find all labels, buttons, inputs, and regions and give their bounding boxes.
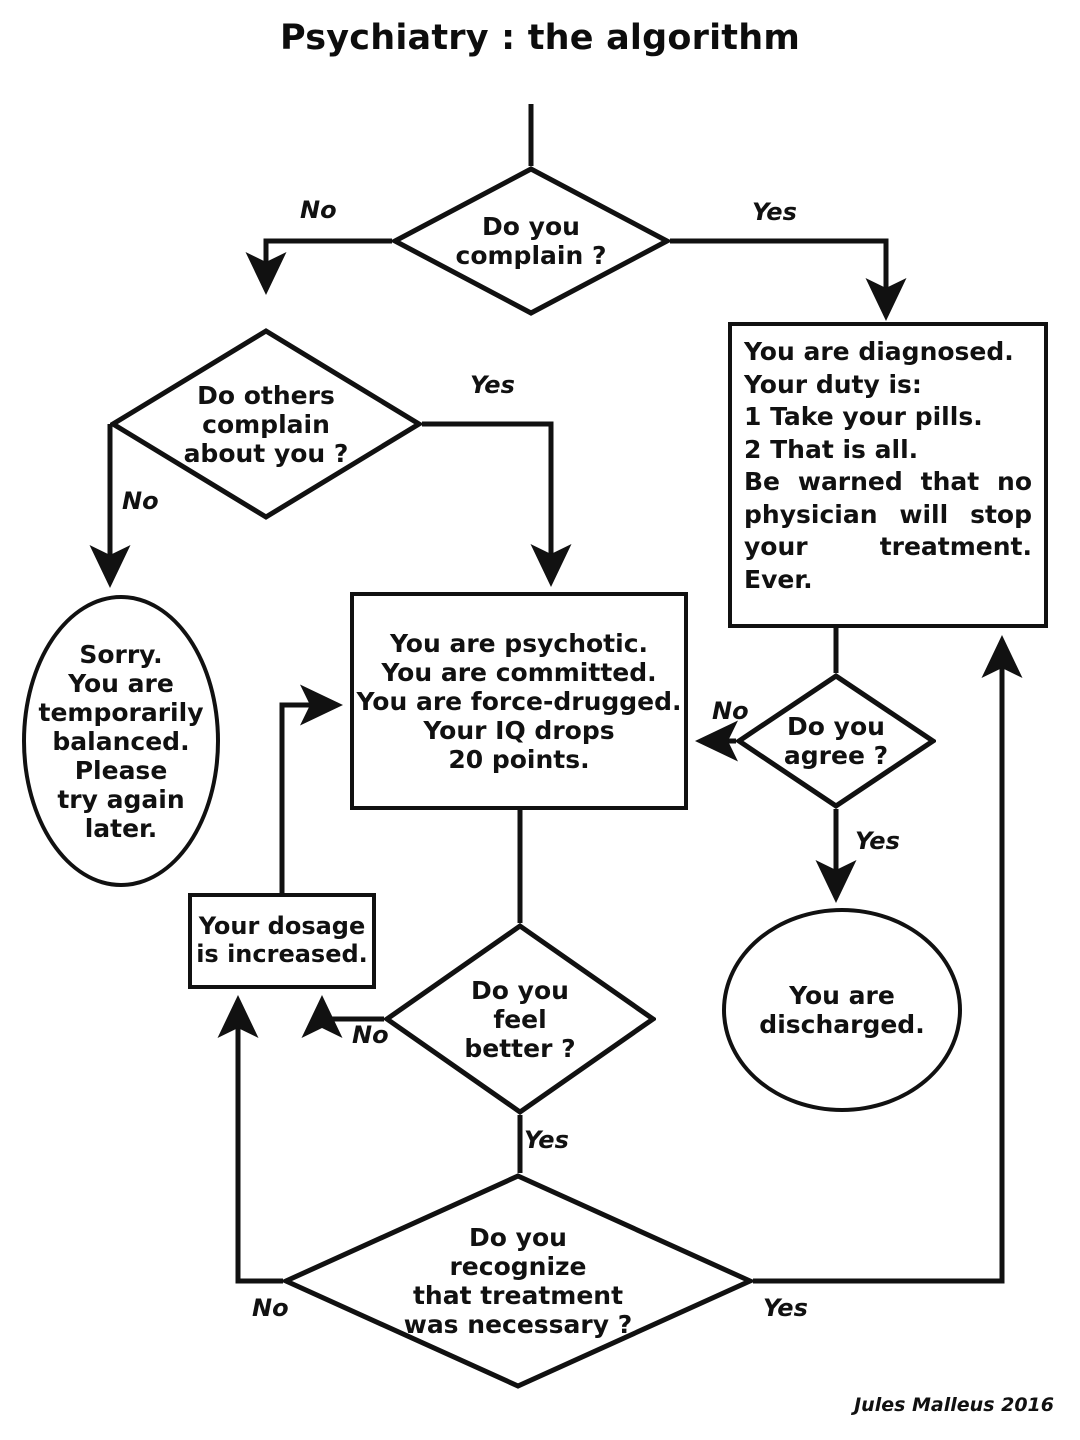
edge-label-recognize-no: No [252,1294,289,1322]
process-you-are-diagnosed[interactable]: You are diagnosed. Your duty is: 1 Take … [728,322,1048,628]
edge-label-others-no: No [122,487,159,515]
edge-label-others-yes: Yes [470,371,515,399]
process-you-are-psychotic[interactable]: You are psychotic. You are committed. Yo… [350,592,688,810]
edge-label-better-yes: Yes [524,1126,569,1154]
diamond-shape [283,1173,753,1389]
decision-do-you-agree[interactable]: Do you agree ? [736,673,936,809]
decision-do-others-complain[interactable]: Do others complain about you ? [110,328,422,520]
process-dosage-increased[interactable]: Your dosage is increased. [188,893,376,989]
wire-complain-yes [670,238,907,322]
diagnosed-text-block: You are diagnosed. Your duty is: 1 Take … [744,336,1032,596]
terminal-label: Sorry. You are temporarily balanced. Ple… [38,639,204,843]
decision-label: Do you complain ? [455,212,607,270]
process-label: Your dosage is increased. [196,912,368,968]
decision-do-you-complain[interactable]: Do you complain ? [392,166,670,316]
edge-label-recognize-yes: Yes [763,1294,808,1322]
edge-label-agree-no: No [712,697,749,725]
author-signature: Jules Malleus 2016 [854,1394,1054,1416]
diamond-shape [736,673,936,809]
process-label: You are psychotic. You are committed. Yo… [356,628,682,774]
decision-do-you-feel-better[interactable]: Do you feel better ? [384,923,656,1115]
wire-complain-no [245,238,392,296]
diagnosed-line-2: Your duty is: [744,369,922,399]
decision-label: Do you recognize that treatment was nece… [403,1223,633,1339]
terminal-you-are-discharged[interactable]: You are discharged. [722,908,962,1112]
wire-better-no [301,994,384,1038]
diagnosed-line-4: 2 That is all. [744,434,919,464]
terminal-temporarily-balanced[interactable]: Sorry. You are temporarily balanced. Ple… [22,595,220,887]
decision-label: Do you feel better ? [464,975,576,1063]
edge-label-complain-yes: Yes [752,198,797,226]
wire-recognize-no [217,994,283,1284]
edge-label-better-no: No [352,1021,389,1049]
page-title: Psychiatry : the algorithm [280,18,800,58]
terminal-label: You are discharged. [759,981,925,1039]
diagnosed-line-3: 1 Take your pills. [744,402,983,431]
edge-label-complain-no: No [300,196,337,224]
wire-others-yes [422,421,572,588]
edge-label-agree-yes: Yes [855,827,900,855]
wire-recognize-yes [753,634,1023,1284]
decision-label: Do others complain about you ? [183,380,349,468]
wire-dosage-to-psychotic [279,684,344,893]
decision-label: Do you agree ? [783,712,889,770]
diagnosed-line-1: You are diagnosed. [744,337,1014,366]
diamond-shape [384,923,656,1115]
decision-recognize-treatment-necessary[interactable]: Do you recognize that treatment was nece… [283,1173,753,1389]
diamond-shape [392,166,670,316]
diagnosed-warning-text: Be warned that no physician will stop yo… [744,467,1032,594]
diamond-shape [110,328,422,520]
